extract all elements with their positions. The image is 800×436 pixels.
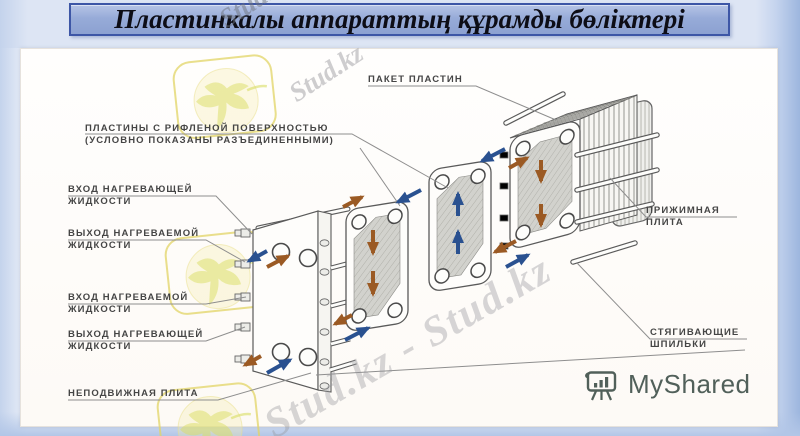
label-text: СТЯГИВАЮЩИЕ bbox=[650, 327, 740, 338]
label-text: ПРИЖИМНАЯ bbox=[646, 205, 720, 216]
label-text: ПАКЕТ ПЛАСТИН bbox=[368, 74, 463, 85]
label-heating-inlet: ВХОД НАГРЕВАЮЩЕЙ ЖИДКОСТИ bbox=[68, 184, 193, 208]
label-heating-outlet: ВЫХОД НАГРЕВАЮЩЕЙ ЖИДКОСТИ bbox=[68, 329, 203, 353]
myshared-logo-text: MyShared bbox=[628, 368, 751, 399]
label-heated-inlet: ВХОД НАГРЕВАЕМОЙ ЖИДКОСТИ bbox=[68, 292, 188, 316]
label-text: ПЛИТА bbox=[646, 217, 684, 228]
label-text: ВЫХОД НАГРЕВАЕМОЙ bbox=[68, 228, 200, 239]
label-tie-rods: СТЯГИВАЮЩИЕ ШПИЛЬКИ bbox=[650, 327, 739, 351]
label-text: (УСЛОВНО ПОКАЗАНЫ РАЗЪЕДИНЕННЫМИ) bbox=[85, 135, 334, 146]
label-fixed-plate: НЕПОДВИЖНАЯ ПЛИТА bbox=[68, 388, 199, 400]
label-text: ШПИЛЬКИ bbox=[650, 339, 708, 350]
label-corrugated-plates: ПЛАСТИНЫ С РИФЛЕНОЙ ПОВЕРХНОСТЬЮ (УСЛОВН… bbox=[85, 123, 334, 147]
label-text: ПЛАСТИНЫ С РИФЛЕНОЙ ПОВЕРХНОСТЬЮ bbox=[85, 123, 329, 134]
label-heated-outlet: ВЫХОД НАГРЕВАЕМОЙ ЖИДКОСТИ bbox=[68, 228, 199, 252]
label-text: ВХОД НАГРЕВАЮЩЕЙ bbox=[68, 184, 193, 195]
label-text: ЖИДКОСТИ bbox=[68, 240, 132, 251]
label-text: НЕПОДВИЖНАЯ ПЛИТА bbox=[68, 388, 199, 399]
myshared-logo: MyShared bbox=[583, 366, 751, 402]
label-text: ЖИДКОСТИ bbox=[68, 196, 132, 207]
label-text: ВХОД НАГРЕВАЕМОЙ bbox=[68, 292, 189, 303]
label-text: ЖИДКОСТИ bbox=[68, 341, 132, 352]
label-pressure-plate: ПРИЖИМНАЯ ПЛИТА bbox=[646, 205, 720, 229]
slide-title-bar: Пластинкалы аппараттың құрамды бөліктері bbox=[69, 3, 730, 36]
label-text: ЖИДКОСТИ bbox=[68, 304, 132, 315]
label-plate-pack: ПАКЕТ ПЛАСТИН bbox=[368, 74, 463, 86]
myshared-logo-icon bbox=[585, 371, 617, 401]
slide-title: Пластинкалы аппараттың құрамды бөліктері bbox=[114, 4, 685, 34]
label-text: ВЫХОД НАГРЕВАЮЩЕЙ bbox=[68, 329, 204, 340]
